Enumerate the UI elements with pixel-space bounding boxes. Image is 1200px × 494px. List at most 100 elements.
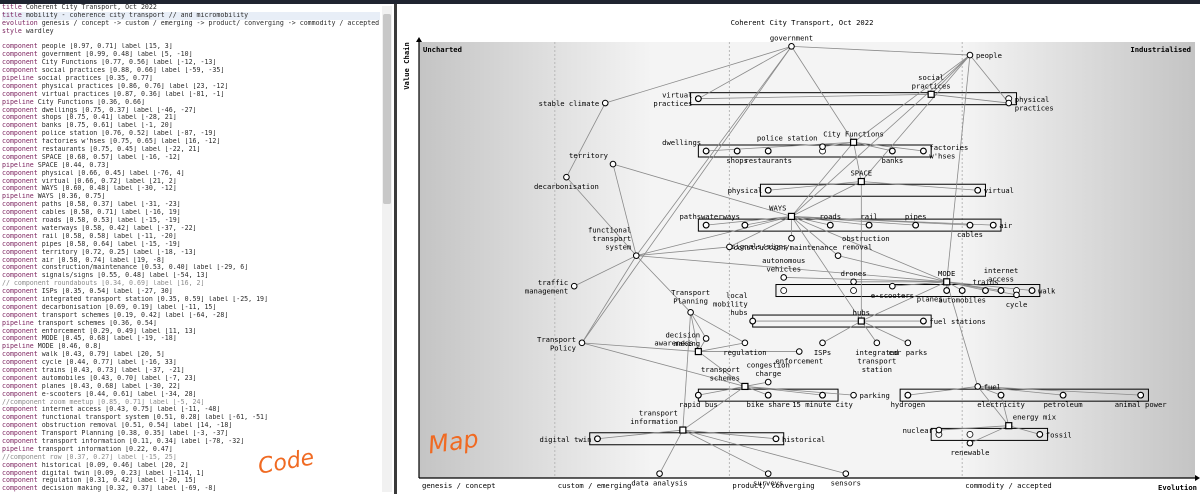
editor-scrollbar-thumb[interactable] (383, 14, 391, 204)
dependency-link (791, 216, 970, 226)
code-line[interactable]: pipeline social practices [0.35, 0.77] (2, 75, 153, 83)
code-line[interactable]: component physical practices [0.86, 0.76… (2, 82, 229, 90)
component-animal-power (1137, 391, 1144, 399)
component-fuel-stations (920, 317, 927, 325)
pipeline-box (697, 144, 932, 158)
code-line[interactable]: title Coherent City Transport, Oct 2022 (2, 4, 157, 11)
code-line[interactable]: component government [0.99, 0.48] label … (2, 51, 193, 59)
component-fossil (1036, 431, 1044, 438)
code-line[interactable]: component planes [0.43, 0.68] label [-30… (2, 382, 181, 390)
code-line[interactable]: component enforcement [0.29, 0.49] label… (2, 327, 197, 335)
code-line[interactable]: component air [0.58, 0.74] label [19, -8… (2, 256, 165, 264)
pane-divider[interactable] (394, 4, 397, 494)
code-line[interactable]: component virtual practices [0.87, 0.36]… (2, 90, 225, 98)
code-line[interactable]: component City Functions [0.77, 0.56] la… (2, 59, 217, 67)
code-line[interactable]: component factories w'hses [0.75, 0.65] … (2, 138, 221, 146)
dependency-link (791, 142, 854, 217)
component-label: WAYS (769, 203, 786, 212)
code-line[interactable]: style wardley (2, 27, 54, 35)
dependency-link (682, 386, 746, 431)
pipeline-box (589, 432, 785, 446)
code-line[interactable]: component walk [0.43, 0.79] label [20, 5… (2, 351, 165, 359)
code-line[interactable]: component regulation [0.31, 0.42] label … (2, 477, 197, 485)
code-line[interactable]: component virtual [0.66, 0.72] label [21… (2, 177, 177, 185)
code-line[interactable]: component ISPs [0.35, 0.54] label [-27, … (2, 288, 173, 296)
dependency-link (791, 181, 862, 217)
code-line[interactable]: component rail [0.58, 0.58] label [-11, … (2, 232, 177, 240)
component-rail (865, 221, 873, 229)
code-line[interactable]: component police station [0.76, 0.52] la… (2, 130, 217, 138)
code-line[interactable]: component automobiles [0.43, 0.70] label… (2, 374, 197, 382)
code-line[interactable]: component obstruction removal [0.51, 0.5… (2, 422, 233, 430)
code-line[interactable]: component territory [0.72, 0.25] label [… (2, 248, 197, 256)
code-line[interactable]: component WAYS [0.60, 0.48] label [-30, … (2, 185, 177, 193)
component-label: drones (841, 269, 867, 278)
code-line[interactable]: component historical [0.09, 0.46] label … (2, 461, 189, 469)
editor-scrollbar[interactable] (382, 6, 392, 492)
code-line[interactable]: component cables [0.58, 0.71] label [-16… (2, 209, 181, 217)
code-line[interactable]: pipeline MODE [0.46, 0.8] (2, 343, 102, 351)
code-line[interactable]: component pipes [0.58, 0.64] label [-15,… (2, 240, 181, 248)
code-line[interactable]: component construction/maintenance [0.53… (2, 264, 249, 272)
code-line[interactable]: component e-scooters [0.44, 0.61] label … (2, 390, 197, 398)
code-line[interactable]: component functional transport system [0… (2, 414, 268, 422)
code-line[interactable]: pipeline SPACE [0.44, 0.73] (2, 161, 110, 169)
dependency-link (698, 386, 745, 396)
code-line[interactable]: title mobility - coherence city transpor… (2, 11, 380, 20)
component-shops (733, 147, 741, 155)
dependency-link (946, 55, 971, 282)
code-line[interactable]: component shops [0.75, 0.41] label [-28,… (2, 114, 177, 122)
code-line[interactable]: component SPACE [0.68, 0.57] label [-16,… (2, 153, 181, 161)
code-line[interactable]: component banks [0.75, 0.61] label [-1, … (2, 122, 173, 130)
component-label: bike share (747, 400, 790, 409)
code-line[interactable]: component integrated transport station [… (2, 295, 268, 303)
component-factories (920, 147, 927, 155)
dependency-link (636, 246, 730, 257)
component-traffic-management (570, 282, 578, 290)
code-line[interactable]: component digital twin [0.09, 0.23] labe… (2, 469, 205, 477)
code-line[interactable]: component restaurants [0.75, 0.45] label… (2, 146, 201, 154)
code-line[interactable]: component social practices [0.88, 0.66] … (2, 67, 225, 75)
code-line[interactable]: component transport schemes [0.19, 0.42]… (2, 311, 229, 319)
component-label: construction/maintenance (733, 243, 837, 252)
component-electricity (997, 391, 1005, 399)
code-line[interactable]: pipeline transport information [0.22, 0.… (2, 445, 173, 453)
stage-label: genesis / concept (422, 481, 496, 490)
component-parking (850, 391, 857, 399)
code-line[interactable]: pipeline WAYS [0.36, 0.75] (2, 193, 106, 201)
dependency-link (860, 320, 878, 344)
code-line[interactable]: pipeline City Functions [0.36, 0.66] (2, 98, 145, 106)
code-line[interactable]: component Transport Planning [0.38, 0.35… (2, 430, 229, 438)
code-line[interactable]: component MODE [0.45, 0.68] label [-19, … (2, 335, 177, 343)
component-obstruction-removal (834, 252, 842, 259)
component-construction (726, 243, 733, 251)
code-line[interactable]: pipeline transport schemes [0.36, 0.54] (2, 319, 157, 327)
code-line[interactable]: component decision making [0.32, 0.37] l… (2, 485, 217, 493)
code-line[interactable]: component waterways [0.58, 0.42] label [… (2, 224, 197, 232)
dependency-link (744, 381, 769, 387)
code-line[interactable]: component roads [0.58, 0.53] label [-15,… (2, 217, 181, 225)
code-line[interactable]: component transport information [0.11, 0… (2, 437, 245, 445)
code-line[interactable]: //component row [0.37, 0.27] label [-15,… (2, 453, 177, 461)
code-line[interactable] (2, 36, 380, 44)
component-label: electricity (977, 400, 1025, 409)
code-line[interactable]: component paths [0.58, 0.37] label [-31,… (2, 201, 181, 209)
component-decision-making (702, 335, 710, 342)
code-line[interactable]: component signals/signs [0.55, 0.48] lab… (2, 272, 209, 280)
code-line[interactable]: evolution genesis / concept -> custom / … (2, 19, 380, 27)
dependency-link (690, 312, 699, 352)
code-line[interactable]: //component zoom meetup [0.85, 0.71] lab… (2, 398, 205, 406)
dependency-link (969, 54, 1010, 104)
dependency-link (892, 281, 947, 287)
code-line[interactable]: component people [0.97, 0.71] label [15,… (2, 43, 173, 51)
code-line[interactable]: component cycle [0.44, 0.77] label [-16,… (2, 359, 177, 367)
code-line[interactable]: component internet access [0.43, 0.75] l… (2, 406, 221, 414)
code-line[interactable]: component dwellings [0.75, 0.37] label [… (2, 106, 197, 114)
code-line[interactable]: component decarbonisation [0.69, 0.19] l… (2, 303, 217, 311)
code-line[interactable]: component trains [0.43, 0.73] label [-37… (2, 366, 185, 374)
code-line[interactable]: // component roundabouts [0.34, 0.69] la… (2, 280, 205, 288)
component-bike-share (764, 391, 772, 399)
code-line[interactable]: component physical [0.66, 0.45] label [-… (2, 169, 185, 177)
